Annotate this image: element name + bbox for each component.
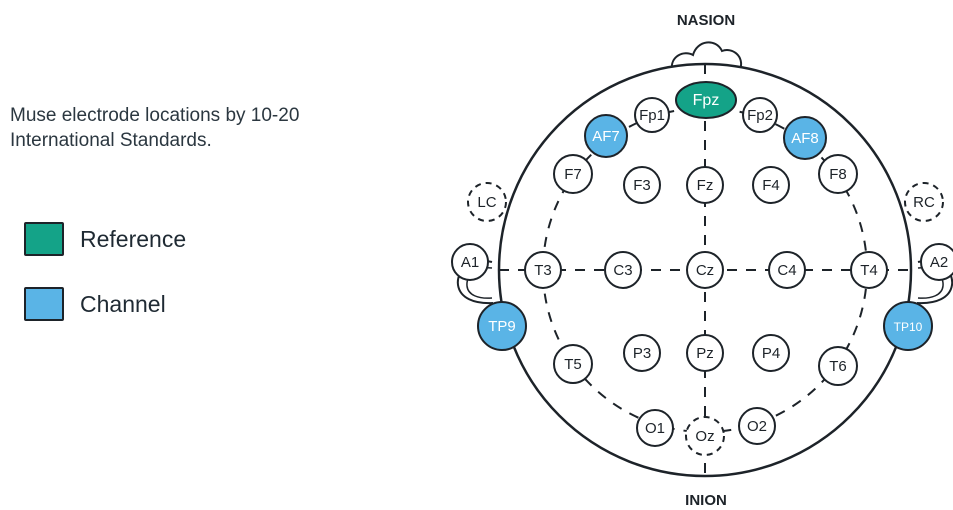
electrode-a1-label: A1 — [461, 254, 479, 271]
electrode-tp10: TP10 — [883, 301, 933, 351]
electrode-p3: P3 — [623, 334, 661, 372]
electrode-cz-label: Cz — [696, 262, 714, 279]
electrode-o1-label: O1 — [645, 420, 665, 437]
electrode-rc-label: RC — [913, 194, 935, 211]
electrode-a2-marker — [920, 243, 953, 281]
electrode-c3-marker — [604, 251, 642, 289]
electrode-fz-label: Fz — [697, 177, 714, 194]
electrode-t5-label: T5 — [564, 356, 582, 373]
electrode-lc-marker — [467, 182, 507, 222]
electrode-f7-marker — [553, 154, 593, 194]
electrode-a2-label: A2 — [930, 254, 948, 271]
electrode-t6: T6 — [818, 346, 858, 386]
electrode-a1: A1 — [451, 243, 489, 281]
electrode-fpz-label: Fpz — [693, 92, 720, 109]
electrode-oz-label: Oz — [695, 428, 714, 445]
electrode-fp2-marker — [742, 97, 778, 133]
electrode-f3: F3 — [623, 166, 661, 204]
electrode-f4-label: F4 — [762, 177, 780, 194]
electrode-af7: AF7 — [584, 114, 628, 158]
electrode-o2-label: O2 — [747, 418, 767, 435]
electrode-pz-marker — [686, 334, 724, 372]
electrode-fpz: Fpz — [675, 81, 737, 119]
electrode-c3-label: C3 — [613, 262, 632, 279]
electrode-oz: Oz — [685, 416, 725, 456]
diagram-description: Muse electrode locations by 10-20 Intern… — [10, 105, 300, 151]
electrode-fpz-marker — [675, 81, 737, 119]
electrode-f8: F8 — [818, 154, 858, 194]
electrode-f4-marker — [752, 166, 790, 204]
electrode-tp9: TP9 — [477, 301, 527, 351]
electrode-o1: O1 — [636, 409, 674, 447]
electrode-t5-marker — [553, 344, 593, 384]
electrode-af7-marker — [584, 114, 628, 158]
electrode-cz-marker — [686, 251, 724, 289]
inion-label: INION — [685, 492, 727, 509]
electrode-t3: T3 — [524, 251, 562, 289]
electrode-fp2: Fp2 — [742, 97, 778, 133]
electrode-t3-label: T3 — [534, 262, 552, 279]
electrode-f7-label: F7 — [564, 166, 582, 183]
legend-reference: Reference — [24, 222, 186, 256]
electrode-af7-label: AF7 — [592, 128, 620, 145]
channel-swatch — [24, 287, 64, 321]
electrode-tp10-marker — [883, 301, 933, 351]
legend-channel-label: Channel — [80, 290, 166, 317]
electrode-f3-marker — [623, 166, 661, 204]
electrode-c4-label: C4 — [777, 262, 796, 279]
electrode-t6-marker — [818, 346, 858, 386]
electrode-lc: LC — [467, 182, 507, 222]
electrode-a1-marker — [451, 243, 489, 281]
electrode-tp9-marker — [477, 301, 527, 351]
electrode-t5: T5 — [553, 344, 593, 384]
reference-swatch — [24, 222, 64, 256]
electrode-p4-label: P4 — [762, 345, 780, 362]
electrode-rc-marker — [904, 182, 944, 222]
electrode-af8-marker — [783, 116, 827, 160]
electrode-o1-marker — [636, 409, 674, 447]
electrode-af8-label: AF8 — [791, 130, 819, 147]
electrode-o2: O2 — [738, 407, 776, 445]
electrode-c4: C4 — [768, 251, 806, 289]
electrode-fz-marker — [686, 166, 724, 204]
electrode-f8-marker — [818, 154, 858, 194]
electrode-t4-marker — [850, 251, 888, 289]
legend-channel: Channel — [24, 287, 166, 321]
electrode-fz: Fz — [686, 166, 724, 204]
nasion-label: NASION — [677, 12, 735, 29]
electrode-f7: F7 — [553, 154, 593, 194]
nose-outline — [670, 41, 743, 71]
electrode-c4-marker — [768, 251, 806, 289]
electrode-f4: F4 — [752, 166, 790, 204]
electrode-af8: AF8 — [783, 116, 827, 160]
electrode-fp1-marker — [634, 97, 670, 133]
electrode-p4: P4 — [752, 334, 790, 372]
electrode-t6-label: T6 — [829, 358, 847, 375]
electrode-p3-marker — [623, 334, 661, 372]
electrode-lc-label: LC — [477, 194, 496, 211]
electrode-tp10-label: TP10 — [894, 320, 923, 334]
electrode-t3-marker — [524, 251, 562, 289]
electrode-t4: T4 — [850, 251, 888, 289]
electrode-fp1-label: Fp1 — [639, 107, 665, 124]
electrode-f8-label: F8 — [829, 166, 847, 183]
electrode-pz-label: Pz — [696, 345, 714, 362]
electrode-f3-label: F3 — [633, 177, 651, 194]
electrode-cz: Cz — [686, 251, 724, 289]
electrode-p4-marker — [752, 334, 790, 372]
electrode-o2-marker — [738, 407, 776, 445]
electrode-fp2-label: Fp2 — [747, 107, 773, 124]
electrode-t4-label: T4 — [860, 262, 878, 279]
electrode-oz-marker — [685, 416, 725, 456]
electrode-rc: RC — [904, 182, 944, 222]
electrode-c3: C3 — [604, 251, 642, 289]
legend-reference-label: Reference — [80, 225, 187, 252]
electrode-pz: Pz — [686, 334, 724, 372]
electrode-a2: A2 — [920, 243, 953, 281]
electrode-tp9-label: TP9 — [488, 318, 516, 335]
electrode-fp1: Fp1 — [634, 97, 670, 133]
electrode-p3-label: P3 — [633, 345, 651, 362]
